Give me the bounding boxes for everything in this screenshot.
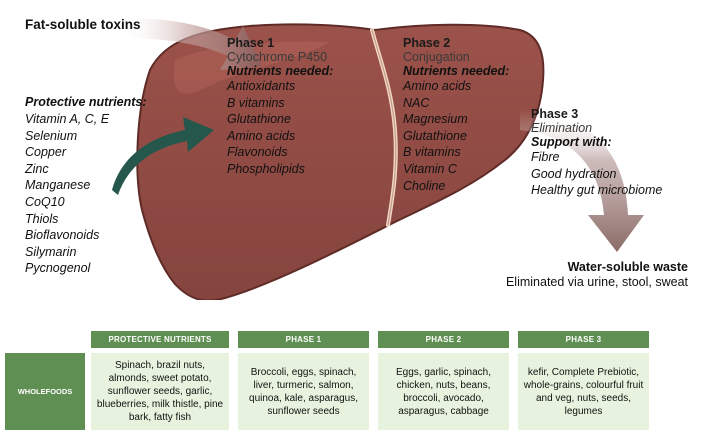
list-item: Vitamin A, C, E: [25, 112, 110, 126]
phase2-list: Amino acids NAC Magnesium Glutathione B …: [403, 78, 509, 194]
phase1-needed-label: Nutrients needed:: [227, 64, 334, 78]
list-item: Copper: [25, 145, 66, 160]
table-cell-protective: Spinach, brazil nuts, almonds, sweet pot…: [91, 353, 229, 430]
list-item: Manganese: [25, 178, 91, 193]
water-soluble-waste-subtitle: Eliminated via urine, stool, sweat: [505, 275, 688, 289]
table-header-phase3: PHASE 3: [518, 331, 649, 348]
list-item: B vitamins: [227, 95, 285, 110]
list-item: Bioflavonoids: [25, 228, 100, 243]
phase2-needed-label: Nutrients needed:: [403, 64, 510, 78]
list-item: Flavonoids: [227, 145, 288, 160]
phase1-list: Antioxidants B vitamins Glutathione Amin…: [227, 78, 333, 178]
list-item: Vitamin C: [403, 161, 457, 176]
list-item: Thiols: [25, 211, 59, 226]
list-item: Zinc: [25, 161, 49, 176]
phase3-support-label: Support with:: [531, 135, 612, 149]
table-header-phase2: PHASE 2: [378, 331, 509, 348]
phase3-list: Fibre Good hydration Healthy gut microbi…: [531, 149, 662, 199]
phase1-subtitle: Cytochrome P450: [227, 50, 328, 64]
list-item: Pycnogenol: [25, 261, 91, 276]
liver-illustration: [112, 18, 644, 300]
table-row-header-wholefoods: WHOLEFOODS: [5, 353, 85, 430]
list-item: Amino acids: [403, 79, 472, 93]
toxins-arrow: [120, 18, 262, 70]
protective-nutrients-title: Protective nutrients:: [25, 95, 147, 109]
list-item: Magnesium: [403, 112, 468, 127]
list-item: Phospholipids: [227, 161, 305, 176]
list-item: Antioxidants: [227, 79, 296, 93]
fat-soluble-toxins-label: Fat-soluble toxins: [25, 17, 141, 32]
list-item: CoQ10: [25, 194, 65, 209]
list-item: Choline: [403, 178, 446, 193]
water-soluble-waste-title: Water-soluble waste: [567, 260, 688, 274]
phase3-arrow: [520, 110, 644, 252]
table-header-phase1: PHASE 1: [238, 331, 369, 348]
phase2-block: Phase 2 Conjugation Nutrients needed: Am…: [403, 36, 509, 194]
table-cell-phase2: Eggs, garlic, spinach, chicken, nuts, be…: [378, 353, 509, 430]
protective-nutrients-block: Protective nutrients: Vitamin A, C, E Se…: [25, 95, 147, 277]
protective-arrow: [112, 117, 214, 195]
list-item: Selenium: [25, 128, 78, 143]
list-item: Amino acids: [227, 128, 296, 143]
protective-nutrients-list: Vitamin A, C, E Selenium Copper Zinc Man…: [25, 111, 147, 277]
list-item: Glutathione: [403, 128, 467, 143]
table-cell-phase3: kefir, Complete Prebiotic, whole-grains,…: [518, 353, 649, 430]
phase1-block: Phase 1 Cytochrome P450 Nutrients needed…: [227, 36, 333, 178]
phase3-subtitle: Elimination: [531, 121, 593, 135]
list-item: B vitamins: [403, 145, 461, 160]
list-item: Glutathione: [227, 112, 291, 127]
table-header-protective: PROTECTIVE NUTRIENTS: [91, 331, 229, 348]
list-item: Fibre: [531, 150, 560, 164]
table-cell-phase1: Broccoli, eggs, spinach, liver, turmeric…: [238, 353, 369, 430]
list-item: NAC: [403, 95, 430, 110]
phase2-subtitle: Conjugation: [403, 50, 470, 64]
phase3-title: Phase 3: [531, 107, 579, 121]
phase3-block: Phase 3 Elimination Support with: Fibre …: [531, 107, 662, 199]
liver-shape: [136, 23, 545, 300]
list-item: Healthy gut microbiome: [531, 183, 663, 198]
phase1-title: Phase 1: [227, 36, 275, 50]
phase2-title: Phase 2: [403, 36, 451, 50]
list-item: Good hydration: [531, 166, 617, 181]
output-block: Water-soluble waste Eliminated via urine…: [486, 260, 688, 289]
list-item: Silymarin: [25, 244, 77, 259]
